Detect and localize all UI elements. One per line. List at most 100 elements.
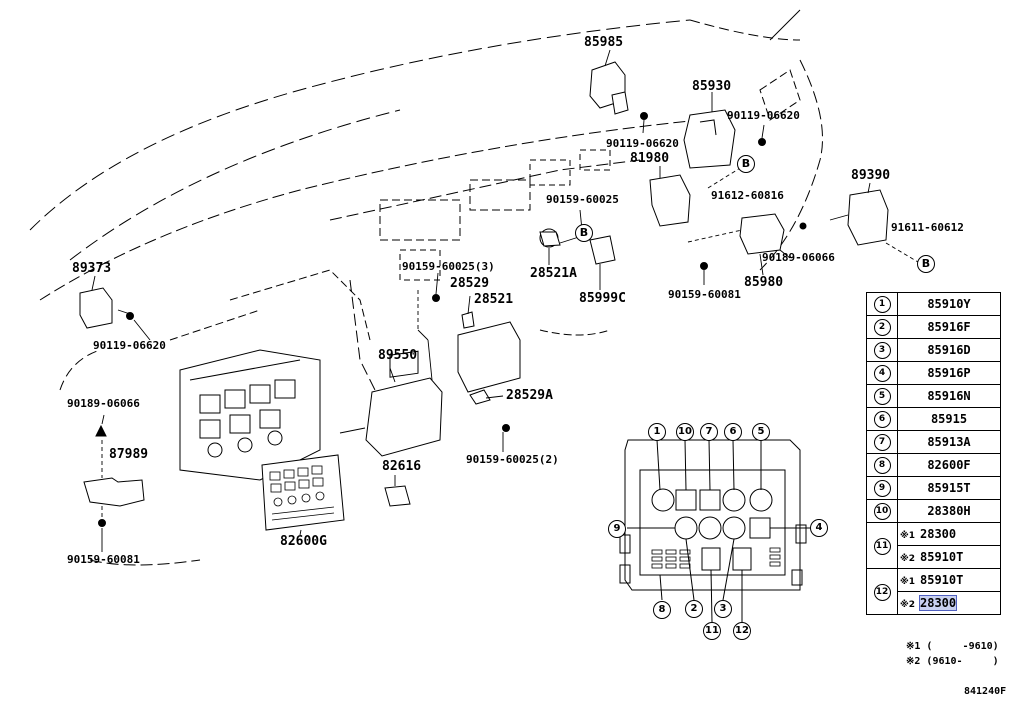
label-90159-60081-b[interactable]: 90159-60081	[67, 553, 140, 566]
label-90159-60025-3[interactable]: 90159-60025(3)	[402, 260, 495, 273]
callout-3[interactable]: 3	[714, 600, 732, 618]
row-index: 9	[873, 480, 891, 497]
period-mark: ※1	[900, 577, 916, 587]
table-row[interactable]: 12 ※1 85910T	[866, 568, 1001, 615]
label-85930[interactable]: 85930	[692, 79, 732, 94]
table-row[interactable]: 6 85915	[866, 407, 1001, 431]
table-row[interactable]: 10 28380H	[866, 499, 1001, 523]
label-89390[interactable]: 89390	[851, 168, 891, 183]
row-index-cell: 1	[866, 292, 898, 316]
part-number-cell[interactable]: 85915	[897, 407, 1001, 431]
leader-lines	[91, 49, 919, 552]
label-90189-06066-b[interactable]: 90189-06066	[67, 397, 140, 410]
label-90159-60025-2[interactable]: 90159-60025(2)	[466, 453, 559, 466]
table-row[interactable]: 5 85916N	[866, 384, 1001, 408]
label-82600G[interactable]: 82600G	[280, 534, 327, 549]
part-number-cell[interactable]: 85916P	[897, 361, 1001, 385]
label-85985[interactable]: 85985	[584, 35, 624, 50]
row-index-cell: 5	[866, 384, 898, 408]
table-row[interactable]: ※2 85910T	[867, 545, 1001, 569]
label-85980[interactable]: 85980	[744, 275, 784, 290]
row-index: 3	[873, 342, 891, 359]
row-index: 10	[873, 503, 891, 520]
part-number-cell[interactable]: 82600F	[897, 453, 1001, 477]
row-index: 12	[873, 583, 891, 601]
label-28529[interactable]: 28529	[450, 276, 490, 291]
row-index-cell: 7	[866, 430, 898, 454]
row-index: 6	[873, 411, 891, 428]
diagram-code: 841240F	[964, 686, 1007, 697]
part-number-cell[interactable]: ※2 85910T	[897, 545, 1001, 569]
label-82616[interactable]: 82616	[382, 459, 422, 474]
components	[79, 61, 889, 507]
table-row[interactable]: 8 82600F	[866, 453, 1001, 477]
callout-1[interactable]: 1	[648, 423, 666, 441]
label-89373[interactable]: 89373	[72, 261, 112, 276]
row-index-cell: 8	[866, 453, 898, 477]
table-row[interactable]: 3 85916D	[866, 338, 1001, 362]
callout-4[interactable]: 4	[810, 519, 828, 537]
legend-note-2: ※2 (9610- )	[906, 656, 999, 667]
connector-b-marker: B	[917, 255, 935, 273]
legend-note-1: ※1 ( -9610)	[906, 641, 999, 652]
label-28529A[interactable]: 28529A	[506, 388, 553, 403]
period-mark: ※2	[900, 554, 916, 564]
row-index: 7	[873, 434, 891, 451]
label-90189-06066-a[interactable]: 90189-06066	[762, 251, 835, 264]
part-number-cell[interactable]: 85916F	[897, 315, 1001, 339]
label-81980[interactable]: 81980	[630, 151, 670, 166]
callout-5[interactable]: 5	[752, 423, 770, 441]
label-90119-06620-a[interactable]: 90119-06620	[606, 137, 679, 150]
connector-b-marker: B	[737, 155, 755, 173]
label-90119-06620-c[interactable]: 90119-06620	[93, 339, 166, 352]
table-row[interactable]: 7 85913A	[866, 430, 1001, 454]
junction-block-left	[179, 349, 321, 481]
label-87989[interactable]: 87989	[109, 447, 149, 462]
part-number-cell[interactable]: 85916N	[897, 384, 1001, 408]
part-number-cell[interactable]: 85916D	[897, 338, 1001, 362]
label-28521[interactable]: 28521	[474, 292, 514, 307]
callout-6[interactable]: 6	[724, 423, 742, 441]
callout-10[interactable]: 10	[676, 423, 694, 441]
part-number-cell[interactable]: 85915T	[897, 476, 1001, 500]
row-index-cell: 9	[866, 476, 898, 500]
callout-11[interactable]: 11	[703, 622, 721, 640]
part-number-cell[interactable]: 28380H	[897, 499, 1001, 523]
row-index: 8	[873, 457, 891, 474]
row-index: 5	[873, 388, 891, 405]
part-number-cell[interactable]: 85910Y	[897, 292, 1001, 316]
callout-9[interactable]: 9	[608, 520, 626, 538]
label-85999C[interactable]: 85999C	[579, 291, 626, 306]
callout-12[interactable]: 12	[733, 622, 751, 640]
table-row[interactable]: 9 85915T	[866, 476, 1001, 500]
fuse-label-card	[261, 454, 345, 531]
part-number[interactable]: 28300	[918, 595, 958, 611]
label-90119-06620-b[interactable]: 90119-06620	[727, 109, 800, 122]
label-91612-60816[interactable]: 91612-60816	[711, 189, 784, 202]
row-index-cell: 12	[866, 568, 898, 615]
row-index-cell: 4	[866, 361, 898, 385]
callout-8[interactable]: 8	[653, 601, 671, 619]
period-mark: ※1	[900, 531, 916, 541]
label-91611-60612[interactable]: 91611-60612	[891, 221, 964, 234]
part-number[interactable]: 85910T	[920, 573, 964, 587]
callout-2[interactable]: 2	[685, 600, 703, 618]
label-89550[interactable]: 89550	[378, 348, 418, 363]
label-90159-60081-a[interactable]: 90159-60081	[668, 288, 741, 301]
callout-7[interactable]: 7	[700, 423, 718, 441]
part-number-cell[interactable]: ※1 85910T	[897, 568, 1001, 592]
part-number-cell[interactable]: 85913A	[897, 430, 1001, 454]
period-mark: ※2	[900, 600, 916, 610]
part-number-cell[interactable]: ※1 28300	[897, 522, 1001, 546]
label-90159-60025-a[interactable]: 90159-60025	[546, 193, 619, 206]
label-28521A[interactable]: 28521A	[530, 266, 577, 281]
part-number[interactable]: 85910T	[920, 550, 964, 564]
part-number[interactable]: 28300	[920, 527, 957, 541]
